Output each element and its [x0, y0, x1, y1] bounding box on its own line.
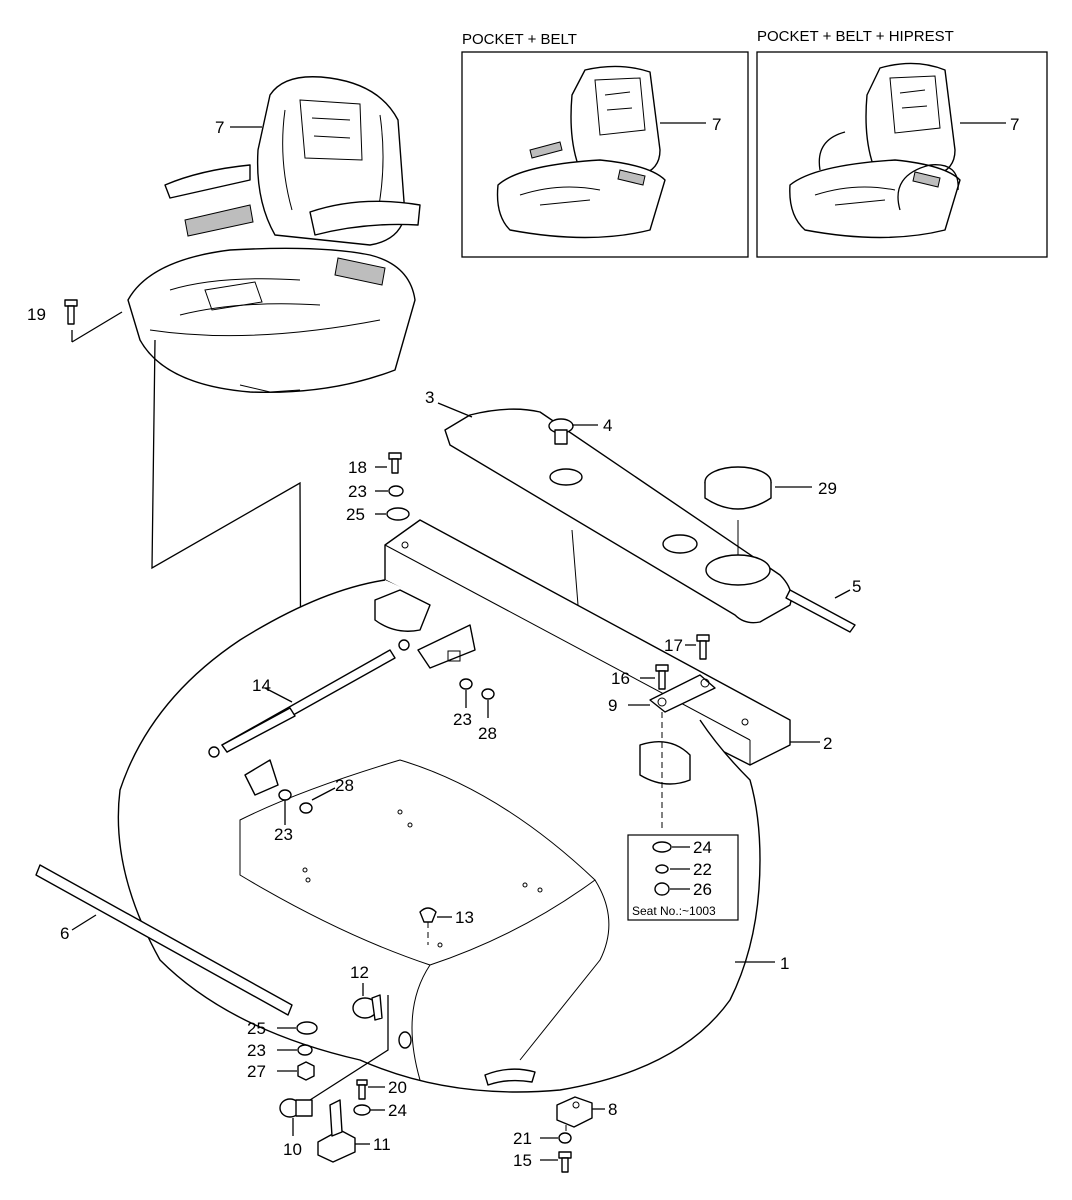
washer-23-left	[278, 789, 292, 801]
bolt-17	[696, 634, 710, 660]
label-7-inset2: 7	[1010, 115, 1019, 134]
washer-23	[388, 485, 404, 497]
label-7: 7	[215, 118, 224, 137]
bolt-19	[64, 299, 78, 325]
nut-27	[297, 1061, 315, 1081]
label-23-mid: 23	[453, 710, 472, 729]
washer-21	[558, 1132, 572, 1144]
label-25-lower: 25	[247, 1019, 266, 1038]
label-24-lower: 24	[388, 1101, 407, 1120]
label-3: 3	[425, 388, 434, 407]
label-5: 5	[852, 577, 861, 596]
inset-caption-pocket-belt: POCKET + BELT	[462, 31, 577, 48]
nut-28-mid	[481, 688, 495, 700]
label-7-inset1: 7	[712, 115, 721, 134]
base-1	[117, 579, 761, 1093]
label-4: 4	[603, 416, 612, 435]
label-29: 29	[818, 479, 837, 498]
label-12: 12	[350, 963, 369, 982]
washer-25	[386, 507, 410, 521]
rail-5	[785, 589, 856, 633]
label-23-lower: 23	[247, 1041, 266, 1060]
label-14: 14	[252, 676, 271, 695]
label-18: 18	[348, 458, 367, 477]
grommet-12	[352, 994, 383, 1021]
nut-28-left	[299, 802, 313, 814]
label-27: 27	[247, 1062, 266, 1081]
seat-main	[127, 76, 421, 393]
bolt-18	[388, 452, 402, 474]
seal-detail-box: 24 22 26 Seat No.:~1003	[627, 834, 739, 921]
label-22: 22	[693, 860, 712, 879]
seal-note: Seat No.:~1003	[632, 904, 716, 918]
label-2: 2	[823, 734, 832, 753]
cap-29	[704, 466, 772, 510]
label-8: 8	[608, 1100, 617, 1119]
block-8	[556, 1096, 593, 1128]
washer-24-lower	[353, 1104, 371, 1116]
gas-spring-14	[208, 624, 476, 758]
label-28-left: 28	[335, 776, 354, 795]
label-11: 11	[373, 1135, 391, 1154]
lock-10	[279, 1098, 313, 1118]
lower-gas-spring-bracket	[244, 759, 279, 796]
washer-23-lower	[297, 1044, 313, 1056]
label-10: 10	[283, 1140, 302, 1159]
label-15: 15	[513, 1151, 532, 1170]
label-1: 1	[780, 954, 789, 973]
bolt-20	[356, 1079, 368, 1100]
label-9: 9	[608, 696, 617, 715]
label-17: 17	[664, 636, 683, 655]
label-16: 16	[611, 669, 630, 688]
label-28-mid: 28	[478, 724, 497, 743]
label-25-top: 25	[346, 505, 365, 524]
inset-caption-pocket-belt-hiprest: POCKET + BELT + HIPREST	[757, 28, 954, 45]
latch-11	[317, 1099, 356, 1163]
label-26: 26	[693, 880, 712, 899]
bolt-15	[558, 1151, 572, 1173]
label-6: 6	[60, 924, 69, 943]
bolt-16	[655, 664, 669, 690]
washer-23-mid	[459, 678, 473, 690]
inset-pocket-belt: POCKET + BELT 7	[461, 31, 749, 258]
washer-25-lower	[296, 1021, 318, 1035]
rail-6	[35, 864, 293, 1016]
label-13: 13	[455, 908, 474, 927]
inset-pocket-belt-hiprest: POCKET + BELT + HIPREST 7	[756, 28, 1048, 258]
cover-3	[444, 408, 792, 624]
label-23-left: 23	[274, 825, 293, 844]
plug-13	[419, 907, 437, 923]
label-19: 19	[27, 305, 46, 324]
label-23-top: 23	[348, 482, 367, 501]
label-24-seal: 24	[693, 838, 712, 857]
label-21: 21	[513, 1129, 532, 1148]
label-20: 20	[388, 1078, 407, 1097]
knob-4	[548, 418, 574, 445]
